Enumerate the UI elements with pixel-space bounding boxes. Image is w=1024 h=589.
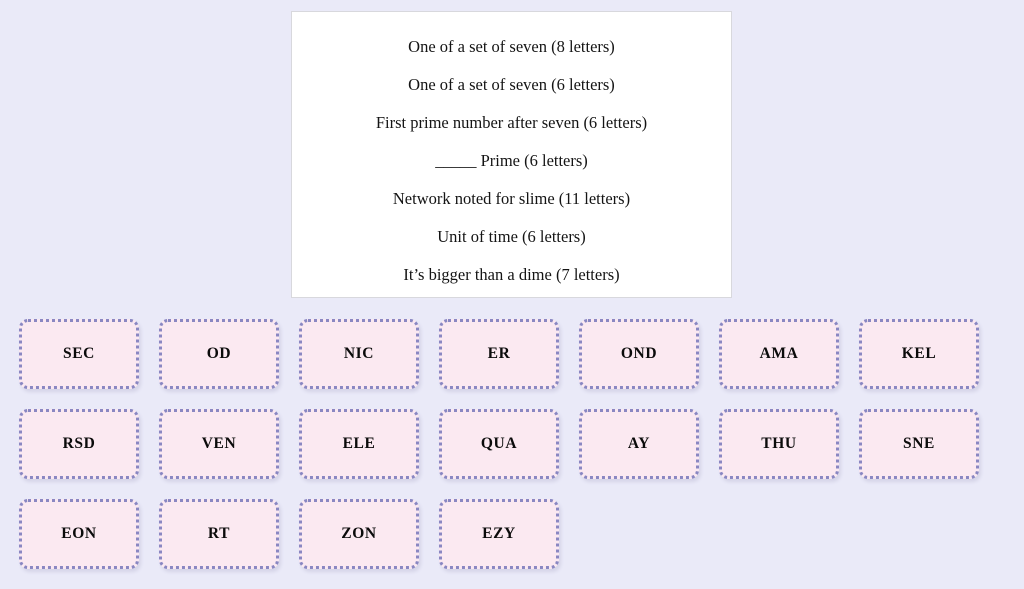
tile-eon[interactable]: EON <box>19 499 139 569</box>
tile-nic[interactable]: NIC <box>299 319 419 389</box>
tile-row: SEC OD NIC ER OND AMA KEL <box>19 319 1005 389</box>
tile-ele[interactable]: ELE <box>299 409 419 479</box>
tile-sec[interactable]: SEC <box>19 319 139 389</box>
tile-row: RSD VEN ELE QUA AY THU SNE <box>19 409 1005 479</box>
clue-card: One of a set of seven (8 letters) One of… <box>291 11 732 298</box>
clue-line-3: First prime number after seven (6 letter… <box>375 113 648 132</box>
tile-er[interactable]: ER <box>439 319 559 389</box>
clue-line-7: It’s bigger than a dime (7 letters) <box>403 265 620 284</box>
tile-row: EON RT ZON EZY <box>19 499 1005 569</box>
clue-line-4: _____ Prime (6 letters) <box>435 151 588 170</box>
tile-ven[interactable]: VEN <box>159 409 279 479</box>
tile-sne[interactable]: SNE <box>859 409 979 479</box>
clue-line-6: Unit of time (6 letters) <box>437 227 586 246</box>
clue-line-1: One of a set of seven (8 letters) <box>408 37 615 56</box>
tile-ay[interactable]: AY <box>579 409 699 479</box>
tile-ama[interactable]: AMA <box>719 319 839 389</box>
tile-rsd[interactable]: RSD <box>19 409 139 479</box>
tile-od[interactable]: OD <box>159 319 279 389</box>
tile-thu[interactable]: THU <box>719 409 839 479</box>
tile-ezy[interactable]: EZY <box>439 499 559 569</box>
tile-kel[interactable]: KEL <box>859 319 979 389</box>
tile-qua[interactable]: QUA <box>439 409 559 479</box>
tile-ond[interactable]: OND <box>579 319 699 389</box>
clue-line-5: Network noted for slime (11 letters) <box>392 189 631 208</box>
tile-rt[interactable]: RT <box>159 499 279 569</box>
word-fragment-tile-grid: SEC OD NIC ER OND AMA KEL RSD VEN ELE QU… <box>19 319 1005 589</box>
tile-zon[interactable]: ZON <box>299 499 419 569</box>
clue-line-2: One of a set of seven (6 letters) <box>408 75 615 94</box>
